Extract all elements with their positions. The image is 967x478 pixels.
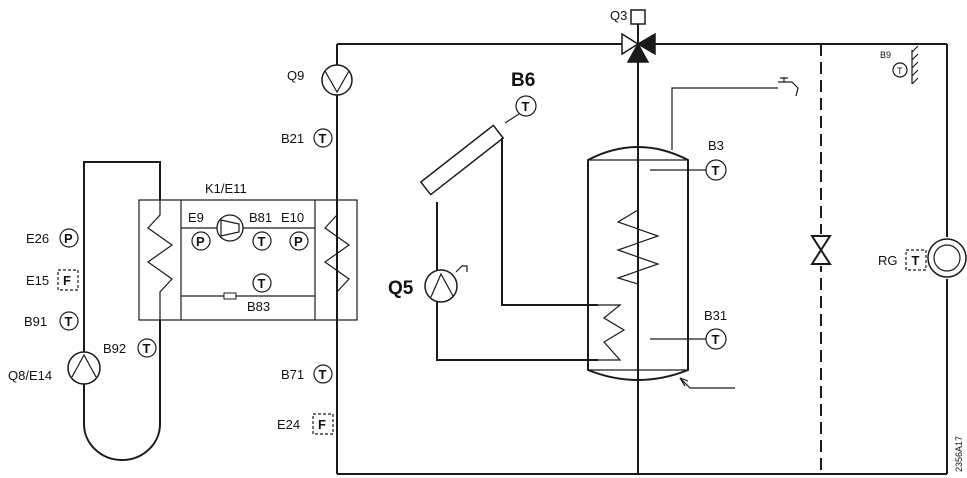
svg-text:T: T [258, 276, 266, 291]
sensor-b21: T B21 [281, 128, 333, 148]
svg-text:T: T [897, 66, 903, 76]
label-b81: B81 [249, 210, 272, 225]
label-b83: B83 [247, 299, 270, 314]
svg-text:T: T [143, 341, 151, 356]
svg-text:T: T [258, 234, 266, 249]
svg-text:P: P [294, 234, 303, 249]
label-b71: B71 [281, 367, 304, 382]
label-b92: B92 [103, 341, 126, 356]
main-pipes [336, 43, 948, 475]
label-q5: Q5 [388, 278, 414, 299]
svg-text:F: F [318, 417, 326, 432]
svg-text:T: T [712, 163, 720, 178]
label-b31: B31 [704, 308, 727, 323]
pump-q9: Q9 [287, 64, 353, 96]
label-e26: E26 [26, 231, 49, 246]
svg-text:P: P [64, 231, 73, 246]
bypass-line [810, 44, 832, 474]
label-e9: E9 [188, 210, 204, 225]
sensor-b71: T B71 [281, 364, 333, 384]
label-e10: E10 [281, 210, 304, 225]
flow-meter-e24: F E24 [277, 413, 334, 435]
label-b91: B91 [24, 314, 47, 329]
svg-text:T: T [319, 131, 327, 146]
label-q8-e14: Q8/E14 [8, 368, 52, 383]
label-q3: Q3 [610, 8, 627, 23]
label-b3: B3 [708, 138, 724, 153]
label-k1-e11: K1/E11 [205, 181, 247, 196]
svg-text:F: F [63, 273, 71, 288]
label-q9: Q9 [287, 68, 304, 83]
svg-text:P: P [196, 234, 205, 249]
label-e24: E24 [277, 417, 300, 432]
label-e15: E15 [26, 273, 49, 288]
drawing-code: 2356A17 [954, 436, 964, 472]
svg-text:T: T [65, 314, 73, 329]
heat-pump-k1-e11: P T P T K1/E11 E9 B81 E10 B83 [138, 181, 358, 321]
svg-text:T: T [319, 367, 327, 382]
svg-text:T: T [712, 332, 720, 347]
solar-circuit: T B6 Q5 [388, 70, 598, 361]
source-loop: Q8/E14 P E26 F E15 T B91 T B92 [8, 161, 161, 461]
dhw-storage-tank: T B3 T B31 [587, 77, 799, 474]
label-b21: B21 [281, 131, 304, 146]
label-rg: RG [878, 253, 898, 268]
three-way-valve-q3: Q3 [610, 8, 656, 63]
outdoor-sensor-b9: T B9 [880, 45, 919, 85]
label-b6: B6 [511, 70, 535, 91]
svg-text:T: T [912, 253, 920, 268]
svg-text:T: T [522, 99, 530, 114]
label-b9: B9 [880, 50, 891, 60]
room-unit-rg: T RG [878, 238, 967, 278]
